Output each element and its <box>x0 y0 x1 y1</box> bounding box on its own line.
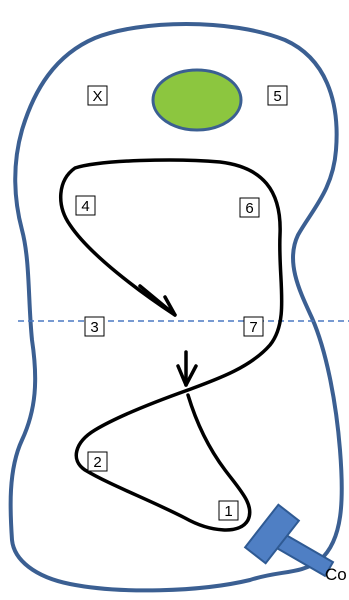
marker-label: 1 <box>224 503 232 520</box>
field-boundary <box>8 22 344 593</box>
marker-label: 5 <box>273 88 281 105</box>
marker-box <box>84 316 105 337</box>
marker-label: 4 <box>81 198 89 215</box>
marker-1: 1 <box>218 500 239 521</box>
marker-label: 3 <box>90 319 98 336</box>
marker-box <box>239 197 260 218</box>
route-path-upper-loop <box>58 158 284 532</box>
marker-label: 2 <box>93 454 101 471</box>
marker-label: X <box>92 88 102 105</box>
marker-box <box>87 85 108 106</box>
marker-4: 4 <box>75 195 96 216</box>
route-arrow-head-lower <box>176 364 198 387</box>
marker-box <box>218 500 239 521</box>
marker-7: 7 <box>243 316 264 337</box>
marker-5: 5 <box>267 85 288 106</box>
marker-6: 6 <box>239 197 260 218</box>
green-ellipse <box>151 68 243 132</box>
hammer-icon <box>243 503 335 578</box>
marker-x: X <box>87 85 108 106</box>
marker-box <box>75 195 96 216</box>
marker-2: 2 <box>87 451 108 472</box>
marker-3: 3 <box>84 316 105 337</box>
marker-label: 6 <box>245 200 253 217</box>
route-arrow-head-upper <box>138 284 177 317</box>
marker-box <box>87 451 108 472</box>
hammer-head <box>243 503 301 565</box>
marker-box <box>243 316 264 337</box>
marker-box <box>267 85 288 106</box>
marker-label: 7 <box>249 319 257 336</box>
corner-text: Co <box>325 565 347 584</box>
